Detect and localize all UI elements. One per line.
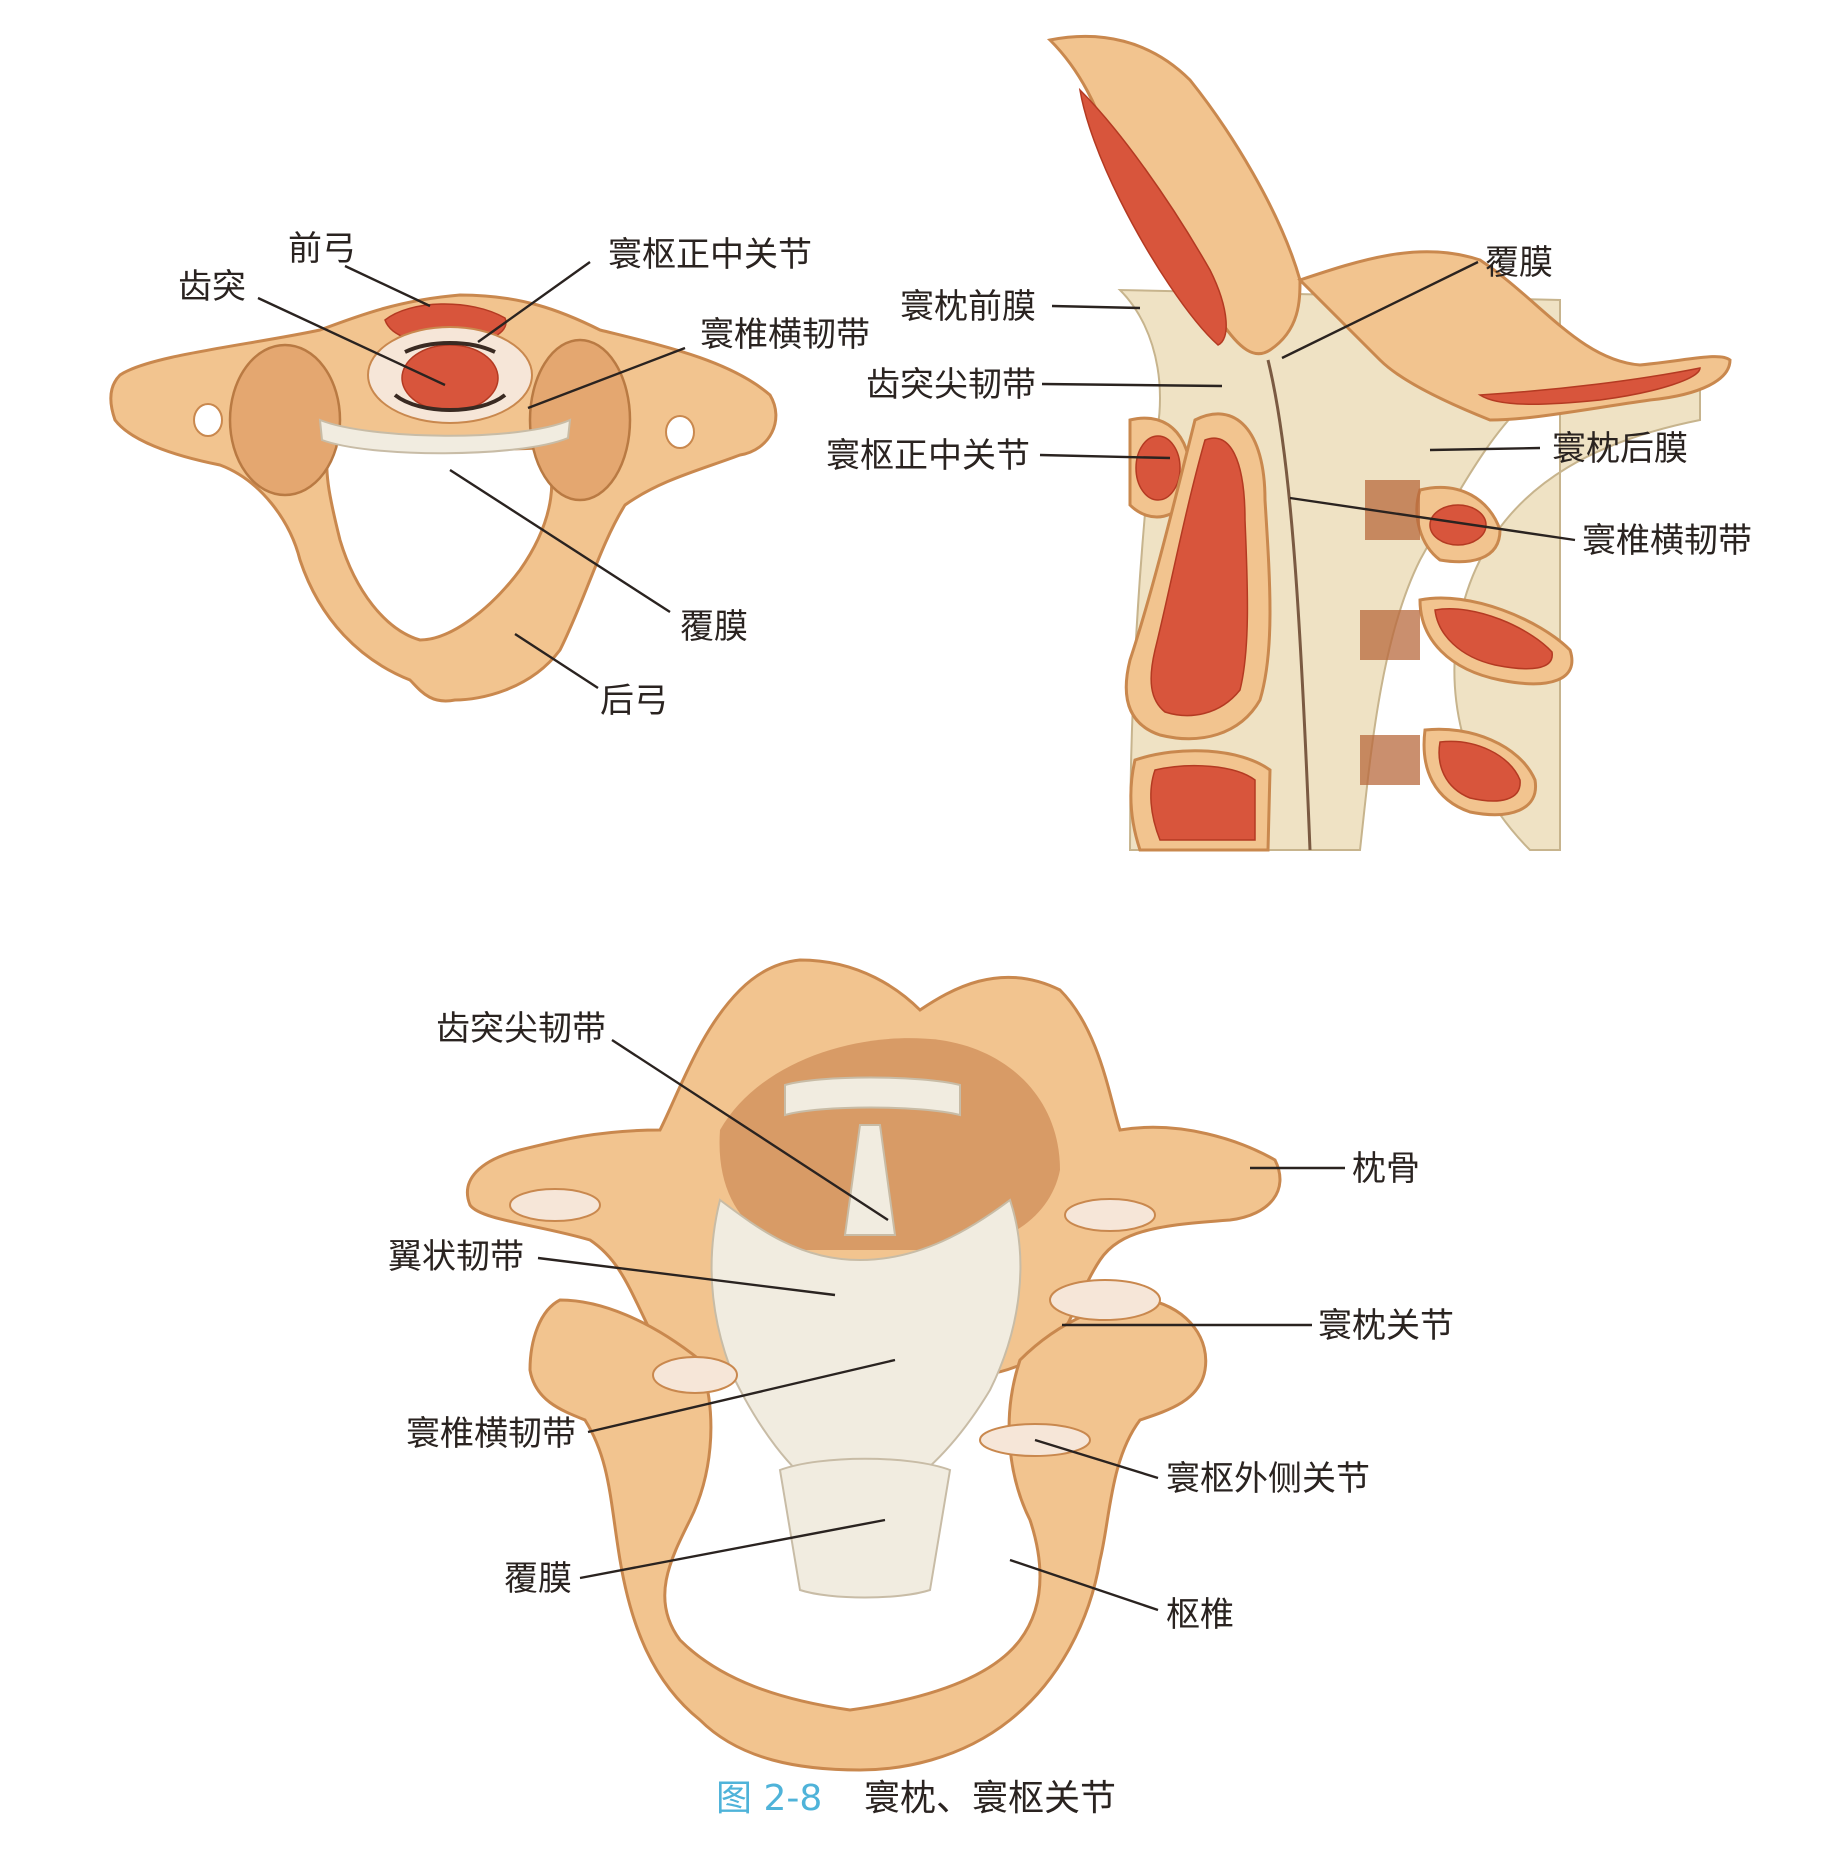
squama-marrow-illustration bbox=[1477, 367, 1701, 405]
leader-sag-median-joint bbox=[1039, 453, 1171, 460]
label-post-transverse-ligament: 寰椎横韧带 bbox=[406, 1414, 576, 1454]
leader-dens bbox=[257, 296, 446, 387]
label-post-tectorial-membrane: 覆膜 bbox=[504, 1559, 572, 1599]
label-tectorial-membrane: 覆膜 bbox=[680, 607, 748, 647]
left-transverse-process-cut-illustration bbox=[652, 1356, 738, 1394]
label-sag-anterior-membrane: 寰枕前膜 bbox=[900, 287, 1036, 327]
leader-sag-tectorial bbox=[1281, 260, 1479, 360]
left-occipital-cut-illustration bbox=[509, 1188, 601, 1222]
leader-anterior-arch bbox=[344, 264, 431, 308]
right-occipital-cut-illustration bbox=[1064, 1198, 1156, 1232]
clivus-marrow-illustration bbox=[1078, 87, 1227, 346]
caption-number: 图 2-8 bbox=[716, 1778, 822, 1819]
leader-post-apical bbox=[611, 1038, 889, 1222]
joint-space-posterior-illustration bbox=[393, 393, 507, 412]
label-sag-tectorial-membrane: 覆膜 bbox=[1485, 243, 1553, 283]
atlas-anterior-arch-marrow-illustration bbox=[1135, 435, 1181, 501]
axis-vertebra-illustration bbox=[528, 1298, 1208, 1772]
leader-tectorial-membrane bbox=[449, 468, 671, 614]
dens-illustration bbox=[401, 344, 499, 412]
label-dens: 齿突 bbox=[178, 267, 246, 307]
label-post-apical-ligament: 齿突尖韧带 bbox=[436, 1009, 606, 1049]
axis-marrow-illustration bbox=[1150, 437, 1249, 717]
figure-caption: 图 2-8 寰枕、寰枢关节 bbox=[716, 1778, 1116, 1819]
c3-spinous-marrow-illustration bbox=[1438, 740, 1521, 802]
apical-ligament-band-illustration bbox=[784, 1076, 961, 1117]
leader-sag-apical bbox=[1041, 382, 1223, 388]
leader-post-transverse bbox=[587, 1358, 896, 1434]
leader-post-alar bbox=[537, 1256, 836, 1297]
joint-space-anterior-illustration bbox=[404, 341, 496, 354]
left-lateral-mass-illustration bbox=[228, 343, 342, 497]
right-transverse-foramen-illustration bbox=[665, 415, 695, 449]
right-lateral-mass-illustration bbox=[528, 338, 632, 502]
labels: 前弓 齿突 寰枢正中关节 寰椎横韧带 覆膜 后弓 覆膜 寰枕前膜 齿突尖韧带 寰… bbox=[178, 229, 1752, 1635]
leader-post-tectorial bbox=[579, 1518, 886, 1580]
c3-marrow-illustration bbox=[1150, 764, 1256, 841]
label-post-alar-ligament: 翼状韧带 bbox=[388, 1237, 524, 1277]
left-transverse-foramen-illustration bbox=[193, 403, 223, 437]
tectorial-membrane-illustration bbox=[778, 1457, 952, 1599]
panel-sagittal-section bbox=[1046, 34, 1732, 852]
caption-text: 寰枕、寰枢关节 bbox=[864, 1778, 1116, 1819]
leader-transverse-ligament bbox=[527, 346, 686, 410]
atlas-posterior-arch-marrow-illustration bbox=[1429, 504, 1487, 546]
occipital-squama-illustration bbox=[1297, 250, 1732, 422]
leader-lines bbox=[257, 260, 1576, 1612]
panel-posterior-view bbox=[466, 958, 1282, 1772]
label-sag-transverse-ligament: 寰椎横韧带 bbox=[1582, 521, 1752, 561]
leader-median-joint bbox=[477, 261, 591, 343]
leader-sag-transverse bbox=[1289, 496, 1576, 542]
label-post-lateral-atlantoaxial-joint: 寰枢外侧关节 bbox=[1166, 1459, 1370, 1499]
label-post-atlanto-occipital-joint: 寰枕关节 bbox=[1318, 1306, 1454, 1346]
label-sag-posterior-membrane: 寰枕后膜 bbox=[1552, 429, 1688, 469]
leader-post-lateral-joint bbox=[1034, 1438, 1159, 1480]
label-transverse-ligament: 寰椎横韧带 bbox=[700, 315, 870, 355]
label-sag-median-joint: 寰枢正中关节 bbox=[826, 436, 1030, 476]
leader-posterior-arch bbox=[514, 632, 599, 690]
ligamentum-flavum-3-illustration bbox=[1360, 735, 1420, 785]
leader-sag-posterior-membrane bbox=[1429, 446, 1541, 452]
tectorial-membrane-line-illustration bbox=[1266, 359, 1312, 851]
label-post-occipital-bone: 枕骨 bbox=[1352, 1149, 1420, 1189]
label-post-axis: 枢椎 bbox=[1166, 1595, 1234, 1635]
apical-ligament-stalk-illustration bbox=[843, 1124, 897, 1236]
label-sag-apical-ligament: 齿突尖韧带 bbox=[866, 365, 1036, 405]
label-median-atlantoaxial-joint: 寰枢正中关节 bbox=[608, 235, 812, 275]
transverse-ligament-illustration bbox=[318, 418, 572, 455]
right-atlanto-occipital-joint-illustration bbox=[1049, 1279, 1161, 1321]
ligamentum-flavum-2-illustration bbox=[1360, 610, 1420, 660]
label-anterior-arch: 前弓 bbox=[288, 229, 356, 269]
leader-post-axis bbox=[1009, 1558, 1159, 1612]
leader-sag-anterior-membrane bbox=[1051, 304, 1141, 310]
axis-spinous-marrow-illustration bbox=[1434, 608, 1553, 670]
label-posterior-arch: 后弓 bbox=[600, 681, 668, 721]
panel-atlas-superior-view bbox=[109, 293, 778, 703]
